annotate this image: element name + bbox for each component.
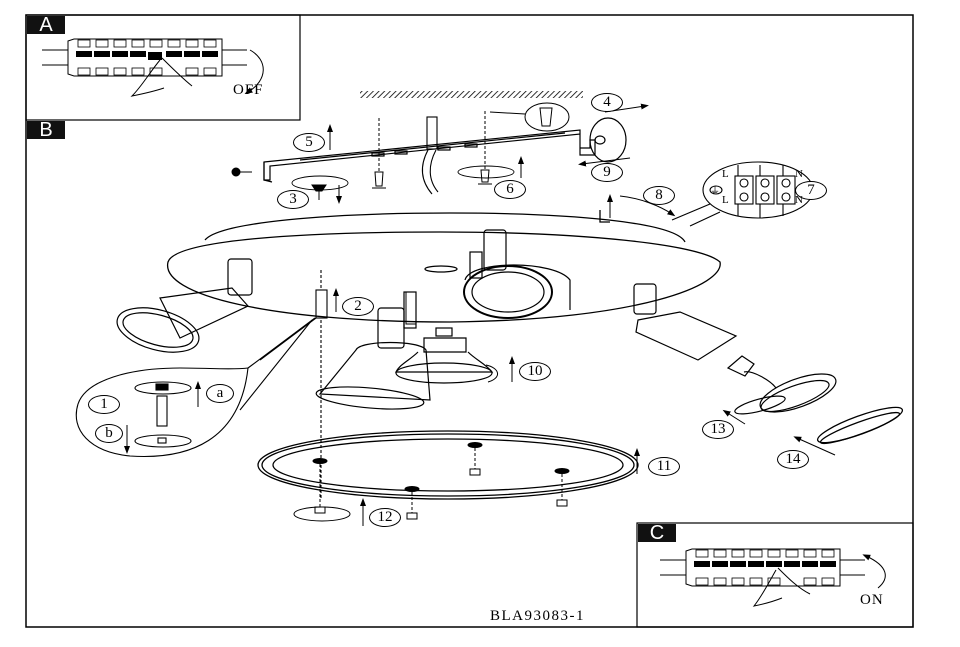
step-4: 4 [591,93,623,112]
model-code: BLA93083-1 [490,608,585,624]
canopy [167,210,721,323]
panel-a-frame [25,14,301,121]
bracket-screw [231,167,252,177]
spotlight-left [116,258,253,353]
step-3: 3 [277,190,309,209]
step-6: 6 [494,180,526,199]
step-5: 5 [293,133,325,152]
fixing-nuts [293,442,570,522]
panel-c-frame [636,522,914,628]
terminal-l-top: L [722,168,729,180]
outer-frame [25,14,914,628]
off-label: OFF [233,82,264,98]
mounting-bracket [263,117,627,183]
terminal-block-detail [671,161,814,227]
step-11: 11 [648,457,680,476]
terminal-n-bottom: N [795,194,803,206]
panel-a-tag: A [27,14,65,36]
substep-b: b [95,424,123,443]
panel-c-letter: C [649,522,665,544]
step-1: 1 [88,395,120,414]
step-12: 12 [369,508,401,527]
step-2: 2 [342,297,374,316]
on-arrow [862,554,886,589]
ceiling-hatch [360,91,583,98]
on-label: ON [860,592,884,608]
panel-a-letter: A [39,14,53,36]
spacer [405,291,417,325]
terminal-n-top: N [795,168,803,180]
step-10: 10 [519,362,551,381]
off-arrow [244,49,264,95]
panel-c-tag: C [638,522,676,544]
terminal-l-bottom: L [722,194,729,206]
step-13: 13 [702,420,734,439]
gu10-bulb-center [395,327,494,384]
gu10-bulb-right [726,355,837,415]
wall-plug [372,102,570,189]
spotlight-center [463,229,571,319]
breaker-panel-off [42,38,247,97]
detail-circle-1 [75,317,317,458]
spotlight-front [315,291,431,410]
screw-3 [311,184,327,200]
glass-ring [816,406,904,445]
step-9: 9 [591,163,623,182]
earth-icon: ⏚ [710,186,720,197]
breaker-panel-on [660,548,865,607]
threaded-rod [315,270,328,500]
step-8: 8 [643,186,675,205]
panel-b-tag: B [27,119,65,141]
substep-a: a [206,384,234,403]
spotlight-right [633,283,738,361]
panel-b-letter: B [39,119,53,141]
cable-entry [421,116,439,195]
diffuser-plate [257,430,639,500]
step-14: 14 [777,450,809,469]
step-7: 7 [795,181,827,200]
